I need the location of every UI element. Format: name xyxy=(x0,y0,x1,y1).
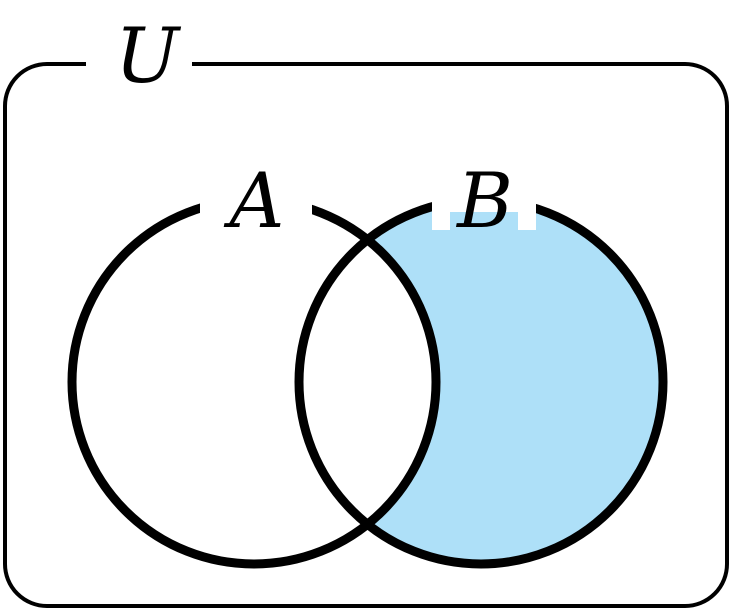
set-a-label: A xyxy=(224,156,285,245)
universe-label-gap xyxy=(86,50,192,80)
label-a-gap xyxy=(200,170,312,230)
universe-label: U xyxy=(115,11,182,100)
set-b-label: B xyxy=(455,156,513,245)
label-b-gap-top xyxy=(432,150,536,212)
universe-rectangle xyxy=(3,62,729,608)
shaded-region-b-minus-a xyxy=(299,200,663,564)
